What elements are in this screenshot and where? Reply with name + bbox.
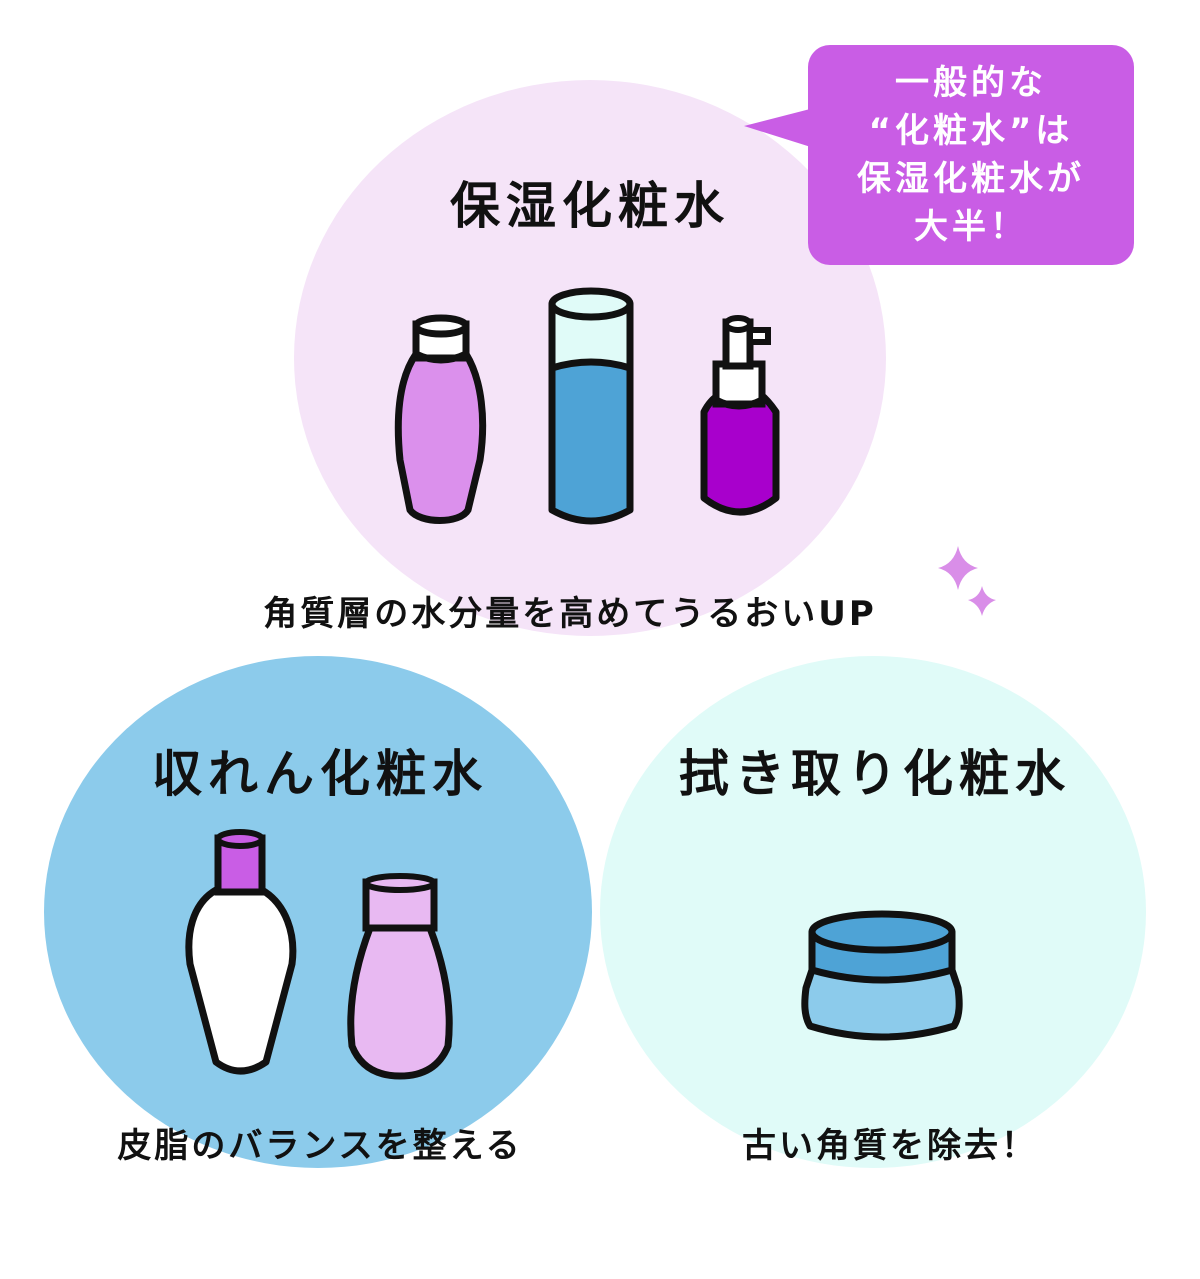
callout-line: 保湿化粧水が [857,159,1085,199]
lotion-bottle-icon [394,314,487,524]
callout-tail [744,108,814,148]
callout-line: 一般的な [895,63,1047,103]
white-bottle-icon [185,829,297,1075]
spray-bottle-icon [700,315,780,516]
callout-line: “化粧水”は [868,111,1074,151]
callout-line: 大半！ [914,207,1028,247]
astringent-description: 皮脂のバランスを整える [117,1126,523,1166]
astringent-title: 収れん化粧水 [152,745,488,803]
sparkle-icon [938,546,996,616]
callout-bubble: 一般的な “化粧水”は 保湿化粧水が 大半！ [808,45,1134,265]
cylinder-bottle-icon [548,287,634,525]
pink-bottle-icon [347,873,453,1080]
wipe-description: 古い角質を除去！ [742,1126,1038,1166]
moisturizing-description: 角質層の水分量を高めてうるおいUP [263,594,877,634]
astringent-circle [44,656,592,1168]
cream-jar-icon [801,910,963,1041]
wipe-title: 拭き取り化粧水 [679,745,1071,803]
moisturizing-title: 保湿化粧水 [450,177,730,235]
